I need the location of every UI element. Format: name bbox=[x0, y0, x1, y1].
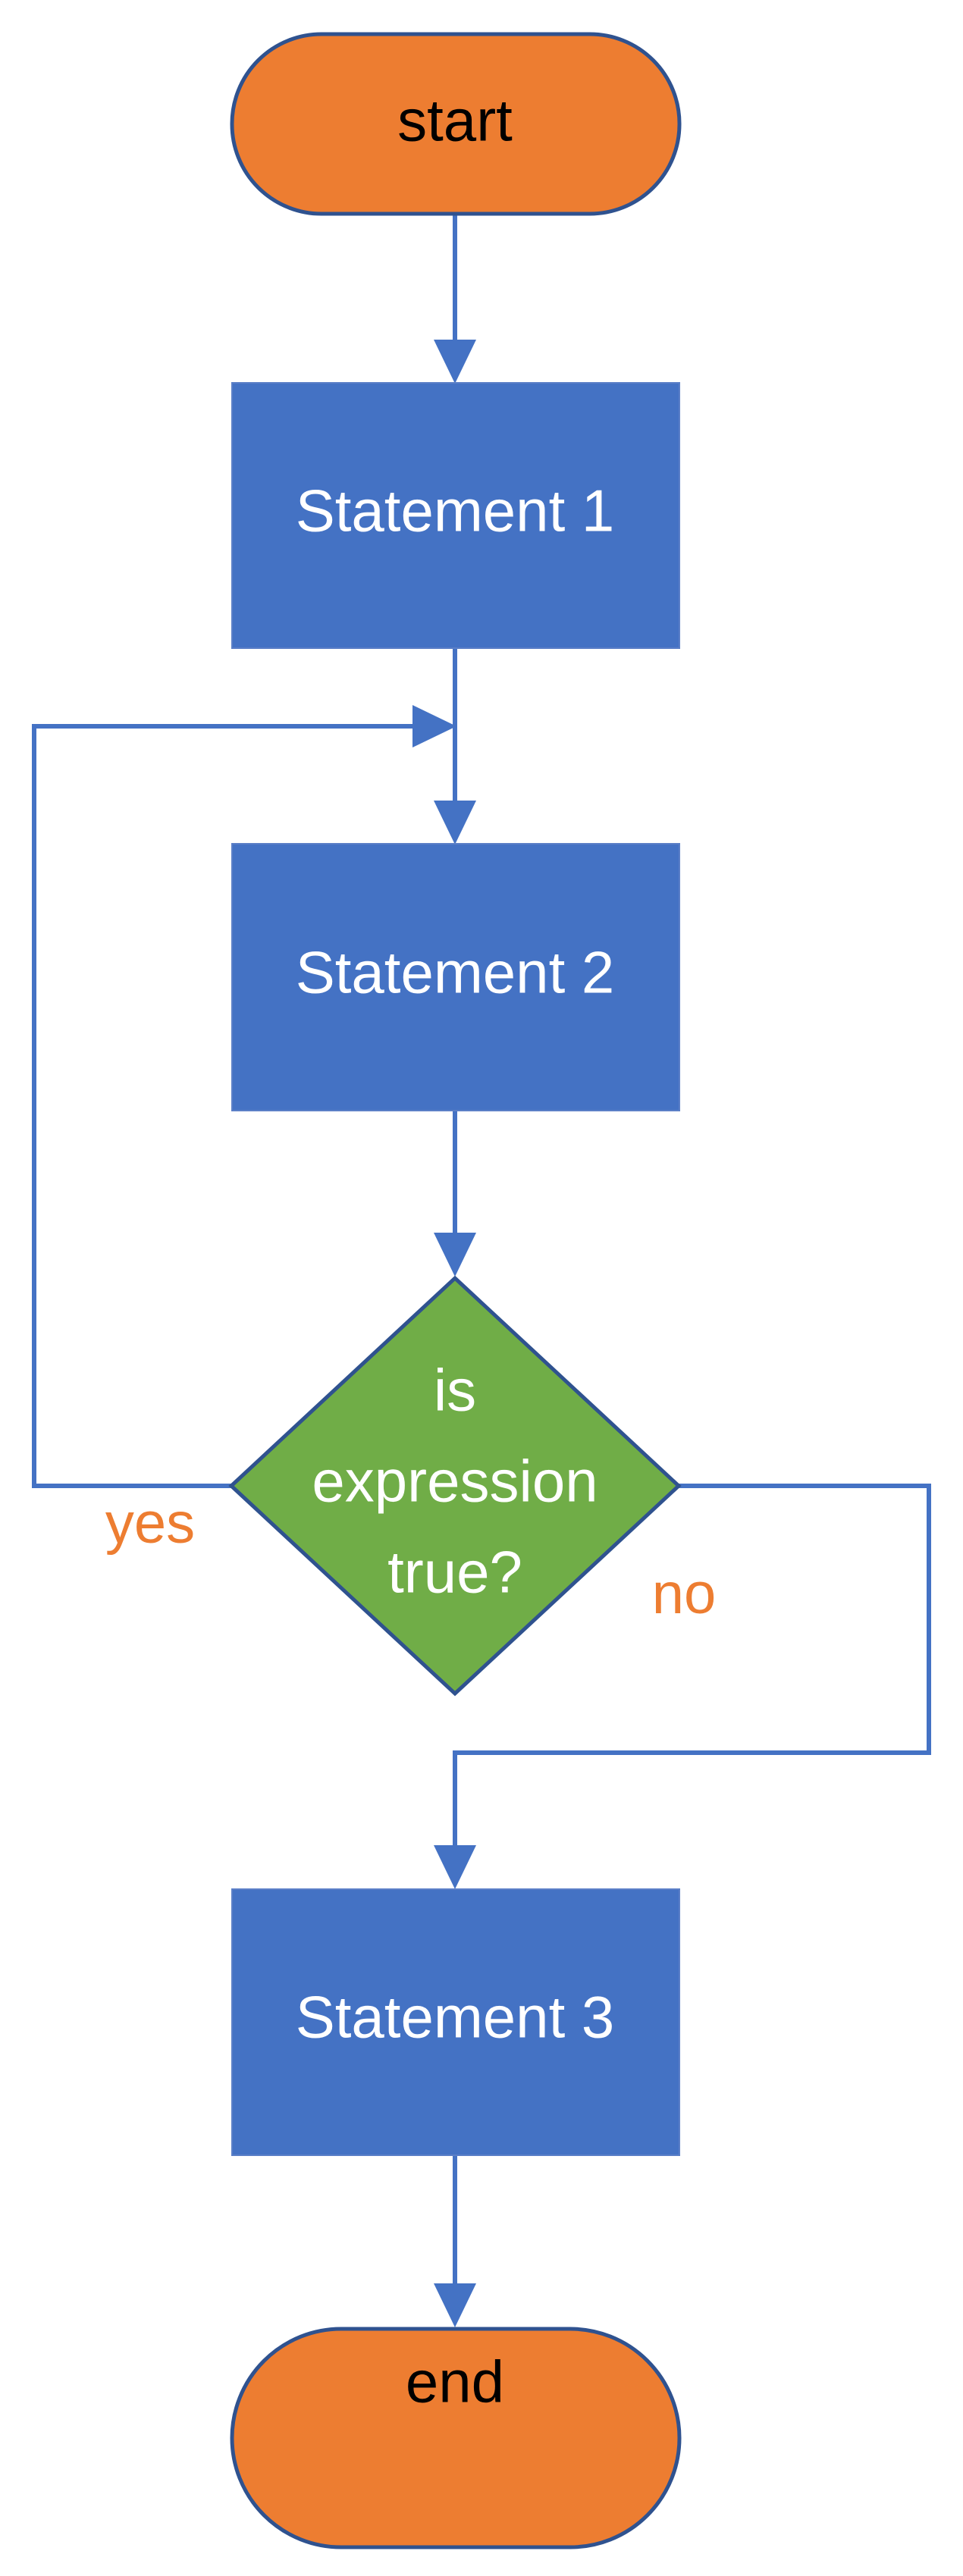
statement2-label: Statement 2 bbox=[296, 939, 615, 1006]
connectors bbox=[32, 214, 931, 2327]
statement2-box bbox=[231, 843, 680, 1111]
end-node: end bbox=[230, 2327, 682, 2549]
statement2-node: Statement 2 bbox=[231, 843, 680, 1111]
arrowhead-decision bbox=[434, 1233, 476, 1277]
decision-diamond bbox=[228, 1275, 682, 1697]
statement3-label: Statement 3 bbox=[296, 1984, 615, 2051]
yes-branch-label: yes bbox=[105, 1491, 195, 1556]
decision-label-line-1: is bbox=[434, 1357, 476, 1424]
no-branch-label: no bbox=[652, 1562, 717, 1626]
statement1-node: Statement 1 bbox=[231, 382, 680, 649]
end-label: end bbox=[406, 2349, 504, 2415]
arrowhead-statement3 bbox=[434, 1845, 476, 1889]
statement3-node: Statement 3 bbox=[231, 1888, 680, 2156]
statement1-label: Statement 1 bbox=[296, 478, 615, 544]
statement1-box bbox=[231, 382, 680, 649]
arrowhead-statement2 bbox=[434, 801, 476, 845]
connector-yes-loop bbox=[32, 724, 416, 1488]
start-label: start bbox=[397, 87, 513, 154]
end-terminator-shape bbox=[230, 2327, 682, 2549]
connector-no-path bbox=[453, 1484, 931, 1848]
arrowhead-statement1 bbox=[434, 340, 476, 384]
decision-label-line-3: true? bbox=[387, 1539, 522, 1606]
arrowhead-yes-loop bbox=[412, 705, 456, 747]
start-terminator-shape bbox=[230, 32, 682, 216]
decision-label-line-2: expression bbox=[312, 1448, 598, 1515]
decision-node: is expression true? bbox=[228, 1275, 682, 1697]
start-node: start bbox=[230, 32, 682, 216]
statement3-box bbox=[231, 1888, 680, 2156]
arrowhead-end bbox=[434, 2283, 476, 2327]
